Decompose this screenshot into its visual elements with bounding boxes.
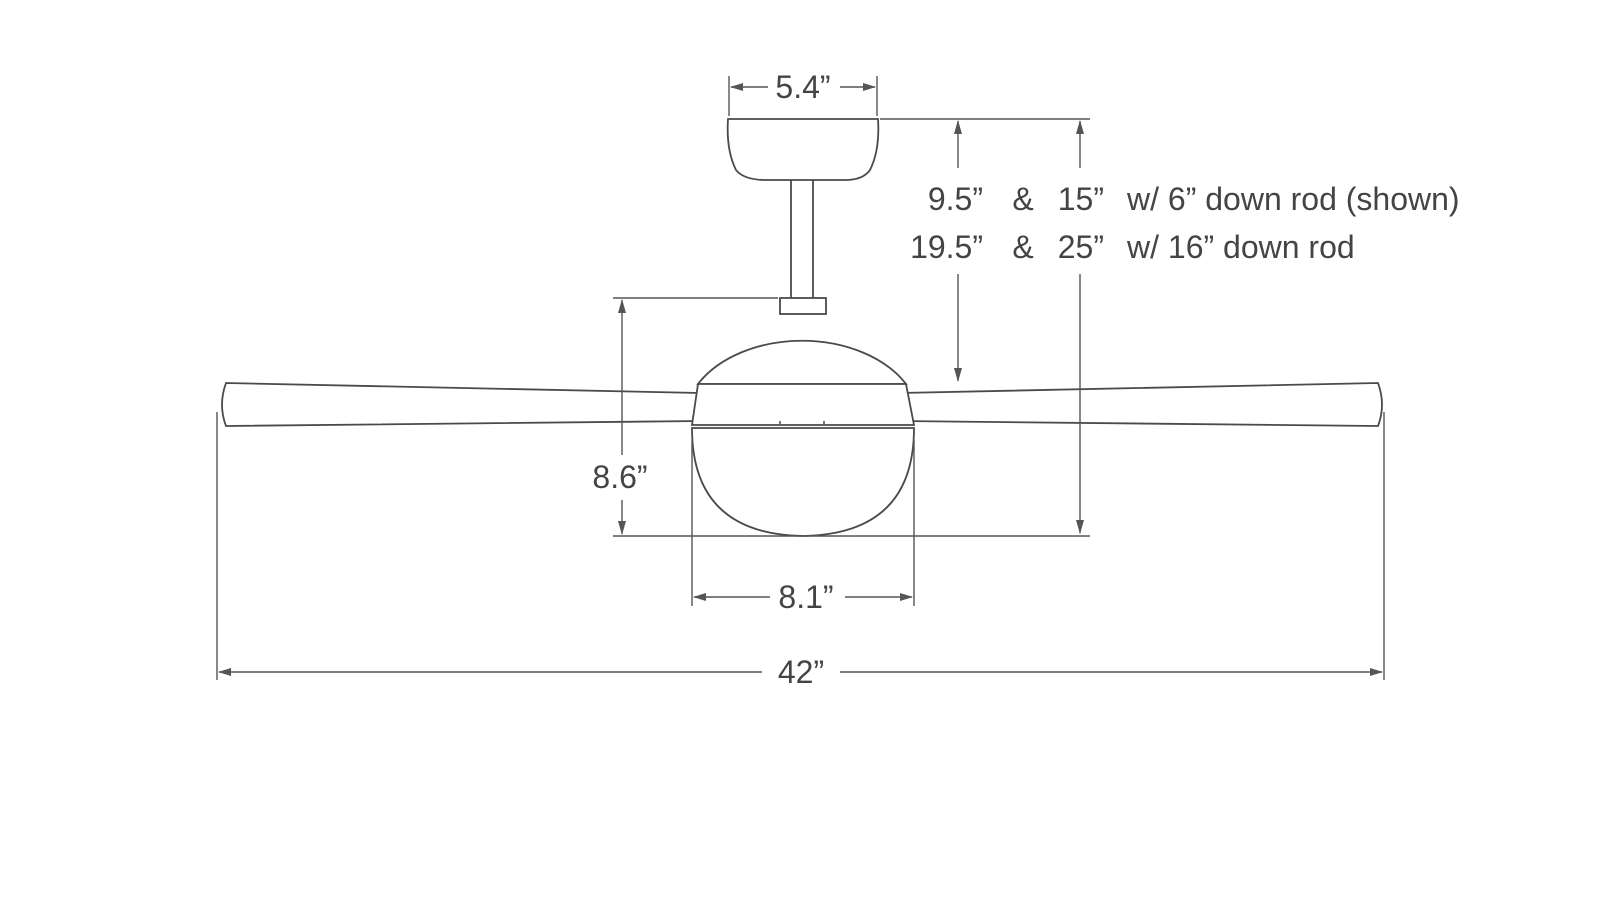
total-drop-6in-label: 15” [1058,181,1104,217]
light-globe [691,427,915,537]
dimension-labels: 5.4” 9.5” & 15” w/ 6” down rod (shown) 1… [592,69,1459,690]
arrow-right [900,593,913,601]
down-rod-6in-note: w/ 6” down rod (shown) [1126,181,1460,217]
right-blade [899,382,1383,427]
left-blade [221,382,701,427]
housing-width-label: 8.1” [778,579,833,615]
ampersand-label: & [1012,181,1033,217]
motor-housing-band [690,383,916,426]
arrow-left [730,83,743,91]
down-rod-16in-note: w/ 16” down rod [1126,229,1355,265]
arrow-right [863,83,876,91]
arrow-left [693,593,706,601]
arrow-left [218,668,231,676]
blade-drop-16in-label: 19.5” [910,229,983,265]
arrow-down [1076,520,1084,534]
total-drop-16in-label: 25” [1058,229,1104,265]
arrow-up [954,120,962,134]
arrow-right [1370,668,1383,676]
arrow-up [618,299,626,313]
rod-coupler [779,297,827,315]
down-rod [790,178,814,302]
canopy-width-label: 5.4” [775,69,830,105]
arrow-up [1076,120,1084,134]
motor-housing-upper [696,339,908,385]
canopy [726,118,880,181]
blade-span-label: 42” [778,654,824,690]
housing-height-label: 8.6” [592,459,647,495]
blade-drop-6in-label: 9.5” [928,181,983,217]
arrow-down [954,368,962,382]
fan-drawing [221,118,1383,537]
dimension-lines [216,76,1385,680]
ampersand-label: & [1012,229,1033,265]
arrow-down [618,521,626,535]
